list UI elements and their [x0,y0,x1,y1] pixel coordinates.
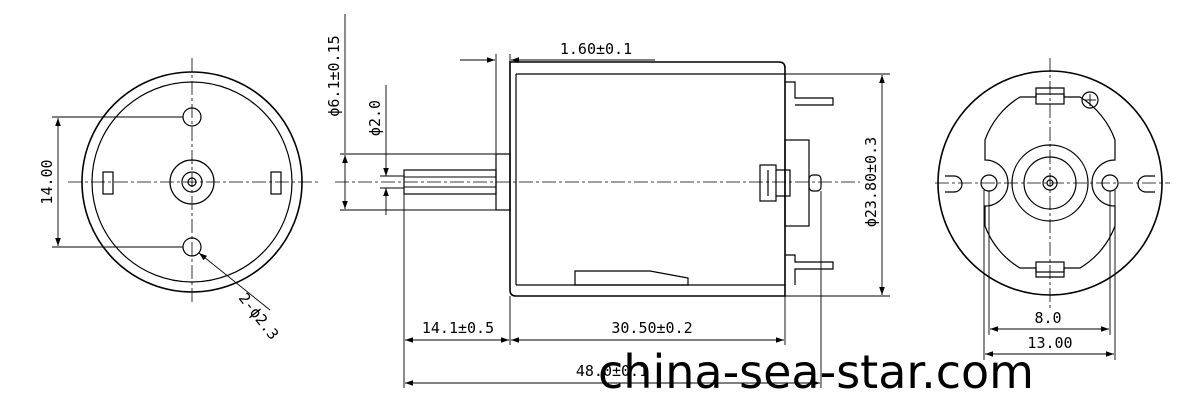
holes-label: 2-ϕ2.3 [235,289,283,343]
rear-plate [984,87,1116,278]
rear-tab-left [945,175,963,193]
rear-cap [784,139,810,227]
rear-bushing [808,174,822,192]
terminal-gap-label: 8.0 [1034,309,1061,327]
rear-view: 8.0 13.00 [935,58,1170,360]
rear-width-label: 13.00 [1027,334,1072,352]
terminal-top [785,81,834,106]
shaft-len-label: 14.1±0.5 [422,319,494,337]
body-len-label: 30.50±0.2 [611,319,692,337]
rear-bracket-detail [767,169,791,197]
total-len-label: 48.0±0.1 [576,362,648,380]
rear-tab-right [1137,175,1155,193]
side-view: ϕ6.1±0.15 ϕ2.0 1.60±0.1 ϕ23.80±0.3 14.1±… [325,14,890,388]
terminal-bottom [785,254,834,285]
front-height-label: 14.00 [38,159,56,204]
shaft-dia-label: ϕ6.1±0.15 [325,35,343,116]
body-label-tab [574,270,689,286]
vent-slot-left [102,171,114,195]
motor-body [509,61,786,297]
front-view: 14.00 2-ϕ2.3 [38,58,318,343]
rear-bracket [759,164,777,202]
shaft-tip-label: ϕ2.0 [366,100,384,136]
vent-slot-right [270,171,282,195]
flange-label: 1.60±0.1 [560,40,632,58]
leader-holes [198,252,271,311]
watermark: china-sea-star.com [598,345,1034,399]
body-dia-label: ϕ23.80±0.3 [862,137,880,227]
rear-vent-hole [1081,91,1099,109]
